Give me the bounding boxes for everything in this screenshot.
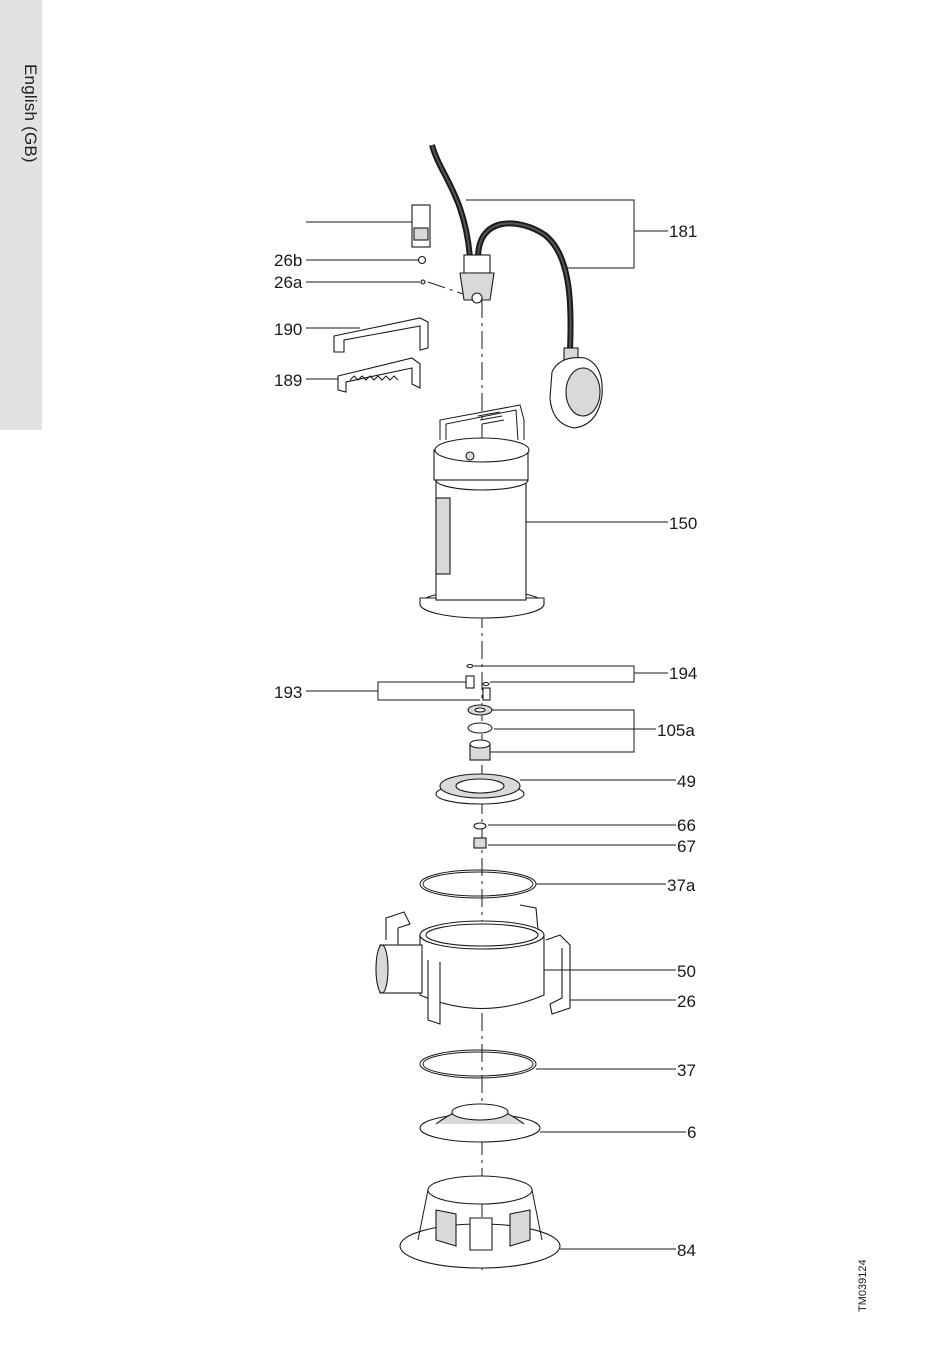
label-37a: 37a <box>667 876 696 895</box>
label-26b: 26b <box>274 251 302 270</box>
label-66: 66 <box>677 816 696 835</box>
label-105a: 105a <box>657 721 695 740</box>
leader-lines <box>306 200 686 1249</box>
part-67-nut <box>474 838 486 848</box>
part-37a-o-ring <box>420 870 536 898</box>
label-181: 181 <box>669 222 697 241</box>
label-194: 194 <box>669 664 697 683</box>
part-193-194-screws <box>466 665 490 701</box>
label-26: 26 <box>677 992 696 1011</box>
label-193: 193 <box>274 683 302 702</box>
part-84-stand <box>400 1176 560 1268</box>
label-67: 67 <box>677 837 696 856</box>
part-181-cable-float <box>432 145 602 428</box>
label-150: 150 <box>669 514 697 533</box>
label-37: 37 <box>677 1061 696 1080</box>
drawing-code: TM039124 <box>857 1259 869 1312</box>
part-26-screws <box>412 205 430 284</box>
part-105a-shaft-seal <box>468 705 492 760</box>
part-50-pump-housing <box>376 905 570 1024</box>
part-6-suction-cover <box>420 1104 540 1142</box>
part-49-impeller <box>436 774 524 804</box>
label-190: 190 <box>274 320 302 339</box>
label-50: 50 <box>677 962 696 981</box>
part-37-o-ring <box>420 1050 536 1078</box>
label-189: 189 <box>274 371 302 390</box>
label-26a: 26a <box>274 273 303 292</box>
part-189-bracket <box>338 358 420 392</box>
part-66-washer <box>474 823 486 829</box>
label-84: 84 <box>677 1241 696 1260</box>
part-190-handle <box>334 318 428 352</box>
label-49: 49 <box>677 772 696 791</box>
label-6: 6 <box>687 1123 696 1142</box>
